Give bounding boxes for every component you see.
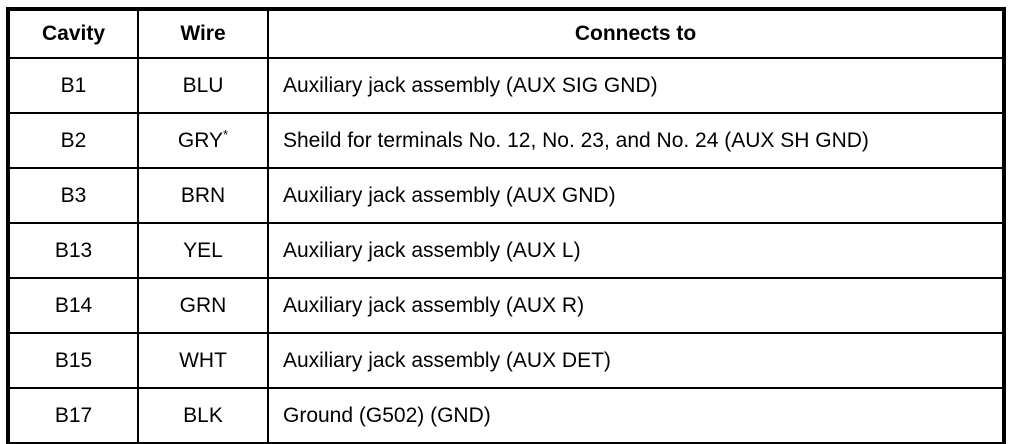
- connects-to-cell: Auxiliary jack assembly (AUX DET): [267, 332, 1005, 389]
- connects-to-cell: Auxiliary jack assembly (AUX L): [267, 222, 1005, 279]
- wire-cell: GRY*: [137, 112, 269, 169]
- wire-code: GRY: [177, 128, 224, 152]
- cavity-cell: B17: [7, 387, 139, 444]
- connects-to-cell: Sheild for terminals No. 12, No. 23, and…: [267, 112, 1005, 169]
- header-cavity: Cavity: [7, 8, 139, 59]
- wire-code: YEL: [183, 238, 223, 262]
- connects-to-cell: Ground (G502) (GND): [267, 387, 1005, 444]
- header-wire: Wire: [137, 8, 269, 59]
- wire-cell: BLK: [137, 387, 269, 444]
- wire-cell: WHT: [137, 332, 269, 389]
- connects-to-cell: Auxiliary jack assembly (AUX R): [267, 277, 1005, 334]
- table-row: B17 BLK Ground (G502) (GND): [7, 387, 1005, 444]
- table-row: B1 BLU Auxiliary jack assembly (AUX SIG …: [7, 57, 1005, 114]
- table-row: B2 GRY* Sheild for terminals No. 12, No.…: [7, 112, 1005, 169]
- table-row: B15 WHT Auxiliary jack assembly (AUX DET…: [7, 332, 1005, 389]
- wire-code: BLK: [183, 403, 223, 427]
- wire-cell: BRN: [137, 167, 269, 224]
- wire-code: GRN: [179, 293, 227, 317]
- cavity-cell: B3: [7, 167, 139, 224]
- connects-to-cell: Auxiliary jack assembly (AUX SIG GND): [267, 57, 1005, 114]
- cavity-cell: B14: [7, 277, 139, 334]
- wire-cell: BLU: [137, 57, 269, 114]
- cavity-cell: B2: [7, 112, 139, 169]
- header-connects-to: Connects to: [267, 8, 1005, 59]
- wiring-table: Cavity Wire Connects to B1 BLU Auxiliary…: [6, 7, 1006, 444]
- wire-code: WHT: [179, 348, 227, 372]
- connects-to-cell: Auxiliary jack assembly (AUX GND): [267, 167, 1005, 224]
- wire-footnote-marker: *: [223, 126, 229, 142]
- cavity-cell: B15: [7, 332, 139, 389]
- cavity-cell: B13: [7, 222, 139, 279]
- wire-code: BRN: [180, 183, 226, 207]
- cavity-cell: B1: [7, 57, 139, 114]
- table-row: B13 YEL Auxiliary jack assembly (AUX L): [7, 222, 1005, 279]
- wire-cell: GRN: [137, 277, 269, 334]
- wire-code: BLU: [182, 73, 224, 97]
- header-row: Cavity Wire Connects to: [7, 8, 1005, 59]
- table-row: B3 BRN Auxiliary jack assembly (AUX GND): [7, 167, 1005, 224]
- table-row: B14 GRN Auxiliary jack assembly (AUX R): [7, 277, 1005, 334]
- wire-cell: YEL: [137, 222, 269, 279]
